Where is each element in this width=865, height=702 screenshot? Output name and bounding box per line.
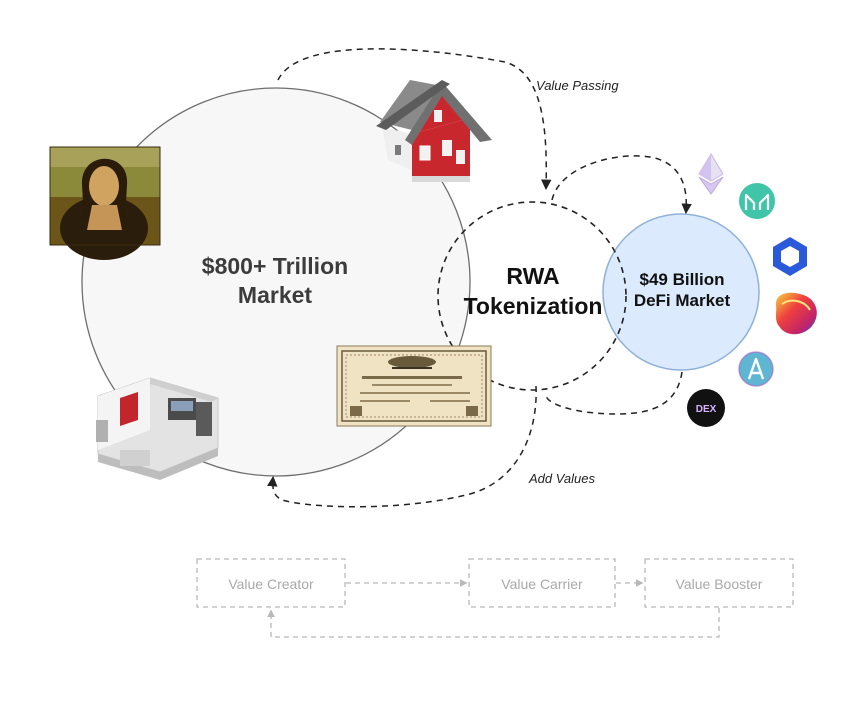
defi-label-line2: DeFi Market — [634, 291, 731, 310]
defi-to-rwa-arrow — [545, 371, 683, 415]
value-creator-box — [196, 558, 346, 608]
rwa-circle — [437, 201, 627, 391]
ethereum-icon — [698, 153, 724, 195]
stock-certificate-image — [336, 345, 492, 427]
maker-icon — [739, 183, 775, 219]
rwa-to-defi-arrow — [551, 155, 692, 215]
market-label-line2: Market — [238, 282, 312, 308]
mona-lisa-painting — [49, 146, 161, 260]
value-passing-arrow — [277, 48, 552, 191]
value-carrier-label: Value Carrier — [501, 576, 583, 592]
chainlink-icon — [773, 237, 807, 276]
dex-icon: DEX — [687, 389, 725, 427]
defi-label-line1: $49 Billion — [639, 270, 724, 289]
value-creator-label: Value Creator — [228, 576, 314, 592]
value-booster-box — [644, 558, 794, 608]
cnc-machine-image — [96, 377, 219, 480]
aave-icon — [738, 351, 774, 387]
add-values-label: Add Values — [528, 471, 596, 486]
dex-badge-text: DEX — [696, 404, 717, 415]
defi-circle — [602, 213, 760, 371]
curve-icon — [775, 292, 817, 335]
booster-to-creator-arrow — [267, 608, 720, 638]
house-image — [376, 80, 492, 182]
rwa-label-line1: RWA — [506, 263, 559, 289]
market-label-line1: $800+ Trillion — [202, 253, 348, 279]
value-passing-label: Value Passing — [536, 78, 619, 93]
value-carrier-box — [468, 558, 616, 608]
rwa-label-line2: Tokenization — [464, 293, 603, 319]
add-values-arrow — [267, 385, 537, 508]
value-flow: Value Creator Value Carrier Value Booste… — [196, 558, 794, 638]
value-booster-label: Value Booster — [676, 576, 763, 592]
